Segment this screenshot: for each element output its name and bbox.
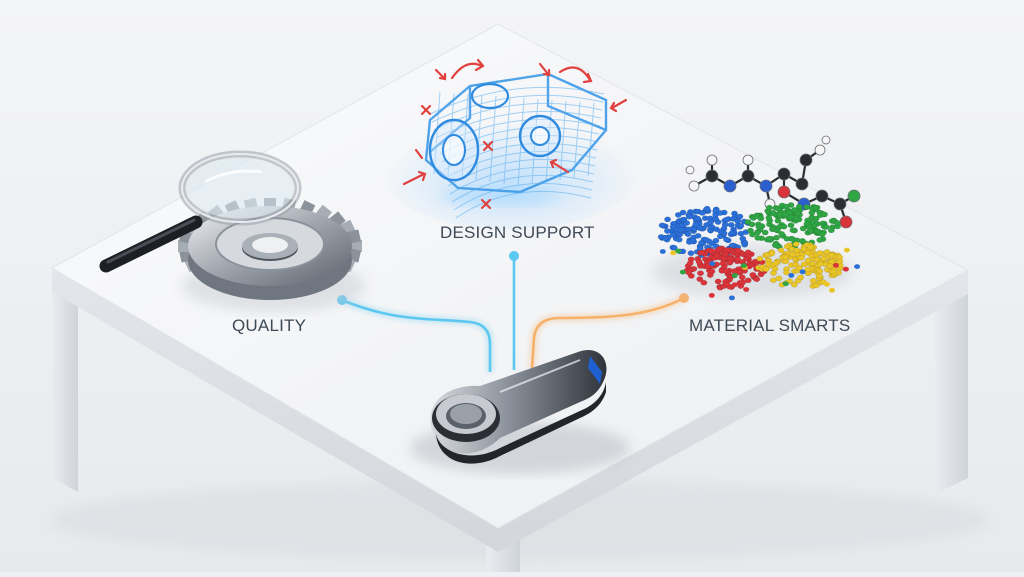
quality-label: QUALITY bbox=[232, 316, 307, 335]
design-support-label: DESIGN SUPPORT bbox=[440, 223, 595, 242]
material-smarts-label: MATERIAL SMARTS bbox=[689, 316, 851, 335]
material-connector bbox=[530, 296, 685, 369]
handheld-device-icon bbox=[410, 350, 630, 474]
molecule-icon bbox=[685, 135, 861, 229]
connector-lines bbox=[337, 251, 689, 372]
magnifying-glass-icon bbox=[99, 150, 302, 273]
wireframe-part-icon bbox=[380, 72, 640, 230]
gear-icon bbox=[178, 197, 366, 312]
quality-connector bbox=[341, 298, 492, 372]
force-arrows bbox=[402, 58, 628, 210]
plastic-pellets-icon bbox=[652, 202, 861, 301]
